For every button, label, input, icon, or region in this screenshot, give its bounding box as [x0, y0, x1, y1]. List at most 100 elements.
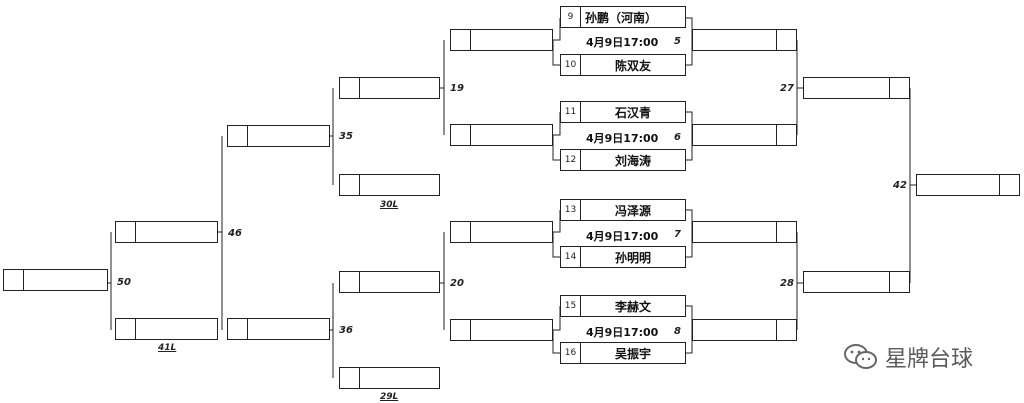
name-box — [693, 125, 776, 145]
name-box — [471, 125, 552, 145]
watermark: 星牌台球 — [843, 341, 973, 373]
match-number: 36 — [339, 325, 353, 336]
empty-slot — [450, 319, 553, 341]
loser-reference: 30L — [380, 200, 399, 210]
match-time: 4月9日17:00 — [586, 230, 659, 243]
connector-line — [218, 136, 223, 330]
seed-box — [776, 320, 796, 340]
seed-box — [116, 222, 136, 242]
name-box — [917, 175, 999, 195]
seed-number: 16 — [561, 343, 581, 363]
connector-line — [552, 18, 561, 66]
connector-line — [440, 40, 445, 135]
match-number: 50 — [117, 277, 131, 288]
seed-number: 11 — [561, 102, 581, 122]
empty-slot — [803, 77, 910, 99]
empty-slot — [916, 174, 1020, 196]
seed-box — [889, 272, 909, 292]
match-number: 6 — [674, 132, 681, 143]
match-number: 27 — [780, 83, 794, 94]
empty-slot — [339, 367, 440, 389]
seed-box — [228, 126, 248, 146]
player-name: 孙明明 — [614, 250, 651, 265]
name-box — [360, 78, 439, 98]
name-box — [471, 222, 552, 242]
player-name: 冯泽源 — [614, 203, 651, 218]
loser-reference: 29L — [380, 392, 399, 402]
loser-reference: 41L — [158, 343, 177, 353]
seed-box — [451, 125, 471, 145]
seed-box — [340, 272, 360, 292]
connector-line — [440, 232, 445, 330]
empty-slot — [803, 271, 910, 293]
seed-number: 15 — [561, 296, 581, 316]
connector-line — [552, 306, 561, 354]
match-number: 8 — [674, 326, 681, 337]
seed-box — [451, 222, 471, 242]
name-box — [804, 272, 889, 292]
player-slot: 11 石汉青 — [560, 101, 686, 123]
player-slot: 12 刘海涛 — [560, 149, 686, 171]
player-slot: 15 李赫文 — [560, 295, 686, 317]
player-slot: 14 孙明明 — [560, 246, 686, 268]
match-number: 5 — [674, 36, 681, 47]
empty-slot — [3, 269, 108, 291]
name-box — [804, 78, 889, 98]
connector-line — [330, 88, 334, 185]
seed-number: 10 — [561, 55, 581, 75]
watermark-text: 星牌台球 — [885, 347, 974, 372]
seed-box — [340, 175, 360, 195]
match-number: 20 — [450, 278, 464, 289]
name-box — [693, 222, 776, 242]
seed-box — [4, 270, 24, 290]
seed-number: 14 — [561, 247, 581, 267]
name-box — [136, 222, 217, 242]
empty-slot — [450, 124, 553, 146]
player-name: 孙鹏（河南） — [585, 10, 658, 25]
seed-box — [776, 222, 796, 242]
seed-box — [116, 319, 136, 339]
match-number: 19 — [450, 83, 464, 94]
match-time: 4月9日17:00 — [586, 132, 659, 145]
name-box — [693, 320, 776, 340]
empty-slot — [227, 125, 330, 147]
match-number: 46 — [228, 228, 242, 239]
connector-line — [796, 40, 803, 135]
name-box — [360, 175, 439, 195]
empty-slot — [692, 29, 797, 51]
seed-number: 13 — [561, 200, 581, 220]
seed-box — [889, 78, 909, 98]
name-box — [693, 30, 776, 50]
player-name: 刘海涛 — [614, 153, 651, 168]
empty-slot — [339, 174, 440, 196]
connector-line — [552, 210, 561, 258]
player-slot: 16 吴振宇 — [560, 342, 686, 364]
player-name: 李赫文 — [614, 299, 651, 314]
name-box — [360, 272, 439, 292]
name-box — [471, 320, 552, 340]
match-time: 4月9日17:00 — [586, 36, 659, 49]
empty-slot — [227, 318, 330, 340]
player-slot: 10 陈双友 — [560, 54, 686, 76]
name-box — [136, 319, 217, 339]
player-slot: 9 孙鹏（河南） — [560, 6, 686, 28]
seed-box — [451, 320, 471, 340]
match-number: 42 — [893, 180, 907, 191]
empty-slot — [115, 318, 218, 340]
empty-slot — [115, 221, 218, 243]
empty-slot — [450, 29, 553, 51]
player-name: 陈双友 — [614, 58, 651, 73]
empty-slot — [339, 77, 440, 99]
seed-box — [228, 319, 248, 339]
name-box — [24, 270, 107, 290]
name-box — [360, 368, 439, 388]
player-name: 吴振宇 — [614, 346, 651, 361]
name-box — [248, 126, 329, 146]
connector-line — [909, 88, 916, 283]
name-box — [471, 30, 552, 50]
seed-box — [451, 30, 471, 50]
connector-line — [108, 232, 112, 330]
match-number: 28 — [780, 278, 794, 289]
player-name: 石汉青 — [614, 105, 651, 120]
player-slot: 13 冯泽源 — [560, 199, 686, 221]
